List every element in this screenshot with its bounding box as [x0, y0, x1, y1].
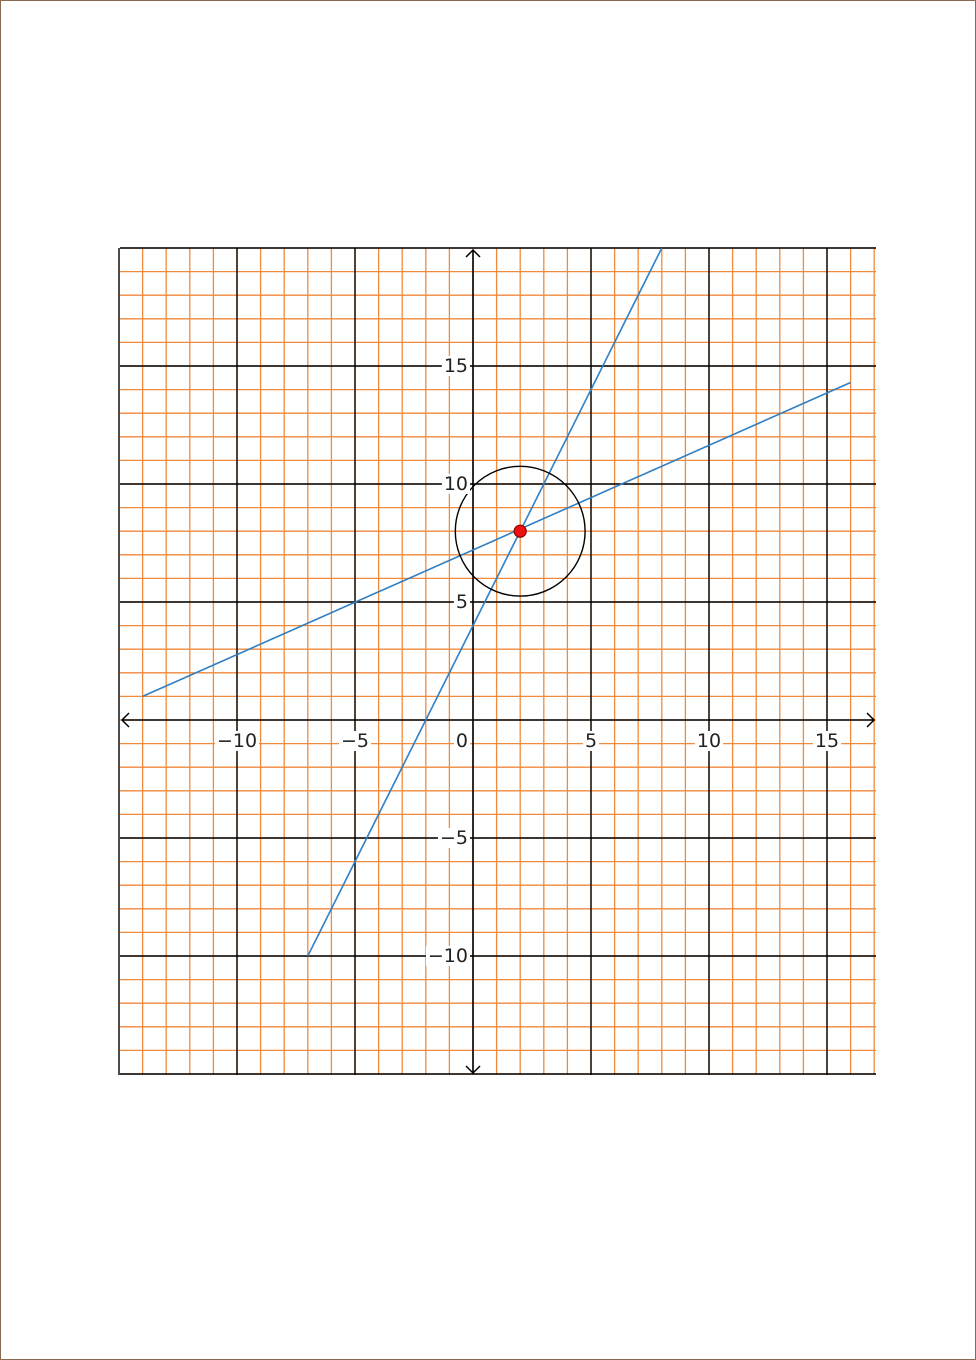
axes [120, 248, 876, 1075]
x-tick-label-bg [338, 731, 372, 751]
y-tick-label: 5 [456, 591, 468, 613]
y-axis-arrow-up [465, 248, 481, 258]
x-tick-label-bg [582, 731, 600, 751]
circle [454, 465, 586, 597]
x-tick-label: −5 [341, 730, 369, 752]
y-tick-label: 10 [444, 473, 468, 495]
y-axis-arrow-down [465, 1065, 481, 1075]
point-layer [513, 524, 527, 538]
x-tick-label: 15 [815, 730, 839, 752]
y-tick-label: −5 [440, 827, 468, 849]
y-tick-label-bg [437, 828, 470, 848]
x-axis-arrow-left [120, 712, 130, 728]
x-tick-label: −10 [217, 730, 257, 752]
y-tick-label-bg [441, 474, 470, 494]
x-tick-label: 10 [697, 730, 721, 752]
y-tick-label-bg [453, 592, 470, 612]
x-tick-label-bg [453, 731, 470, 751]
series-line-2 [307, 247, 663, 957]
x-tick-label: 5 [585, 730, 597, 752]
x-tick-label: 0 [456, 730, 468, 752]
circle-layer [454, 465, 586, 597]
major-grid [118, 247, 876, 1075]
y-tick-label: −10 [428, 945, 468, 967]
tick-labels: −10 −5 0 5 10 15 −10 −5 5 10 15 [214, 355, 842, 967]
x-tick-label-bg [812, 731, 842, 751]
y-tick-label-bg [425, 946, 470, 966]
y-tick-label: 15 [444, 355, 468, 377]
x-axis-arrow-right [866, 712, 876, 728]
y-tick-label-bg [441, 356, 470, 376]
series-layer [142, 247, 851, 957]
plot-background [120, 248, 876, 1075]
x-tick-label-bg [694, 731, 724, 751]
x-tick-label-bg [214, 731, 260, 751]
series-line-1 [142, 381, 851, 698]
intersection-point [513, 524, 527, 538]
